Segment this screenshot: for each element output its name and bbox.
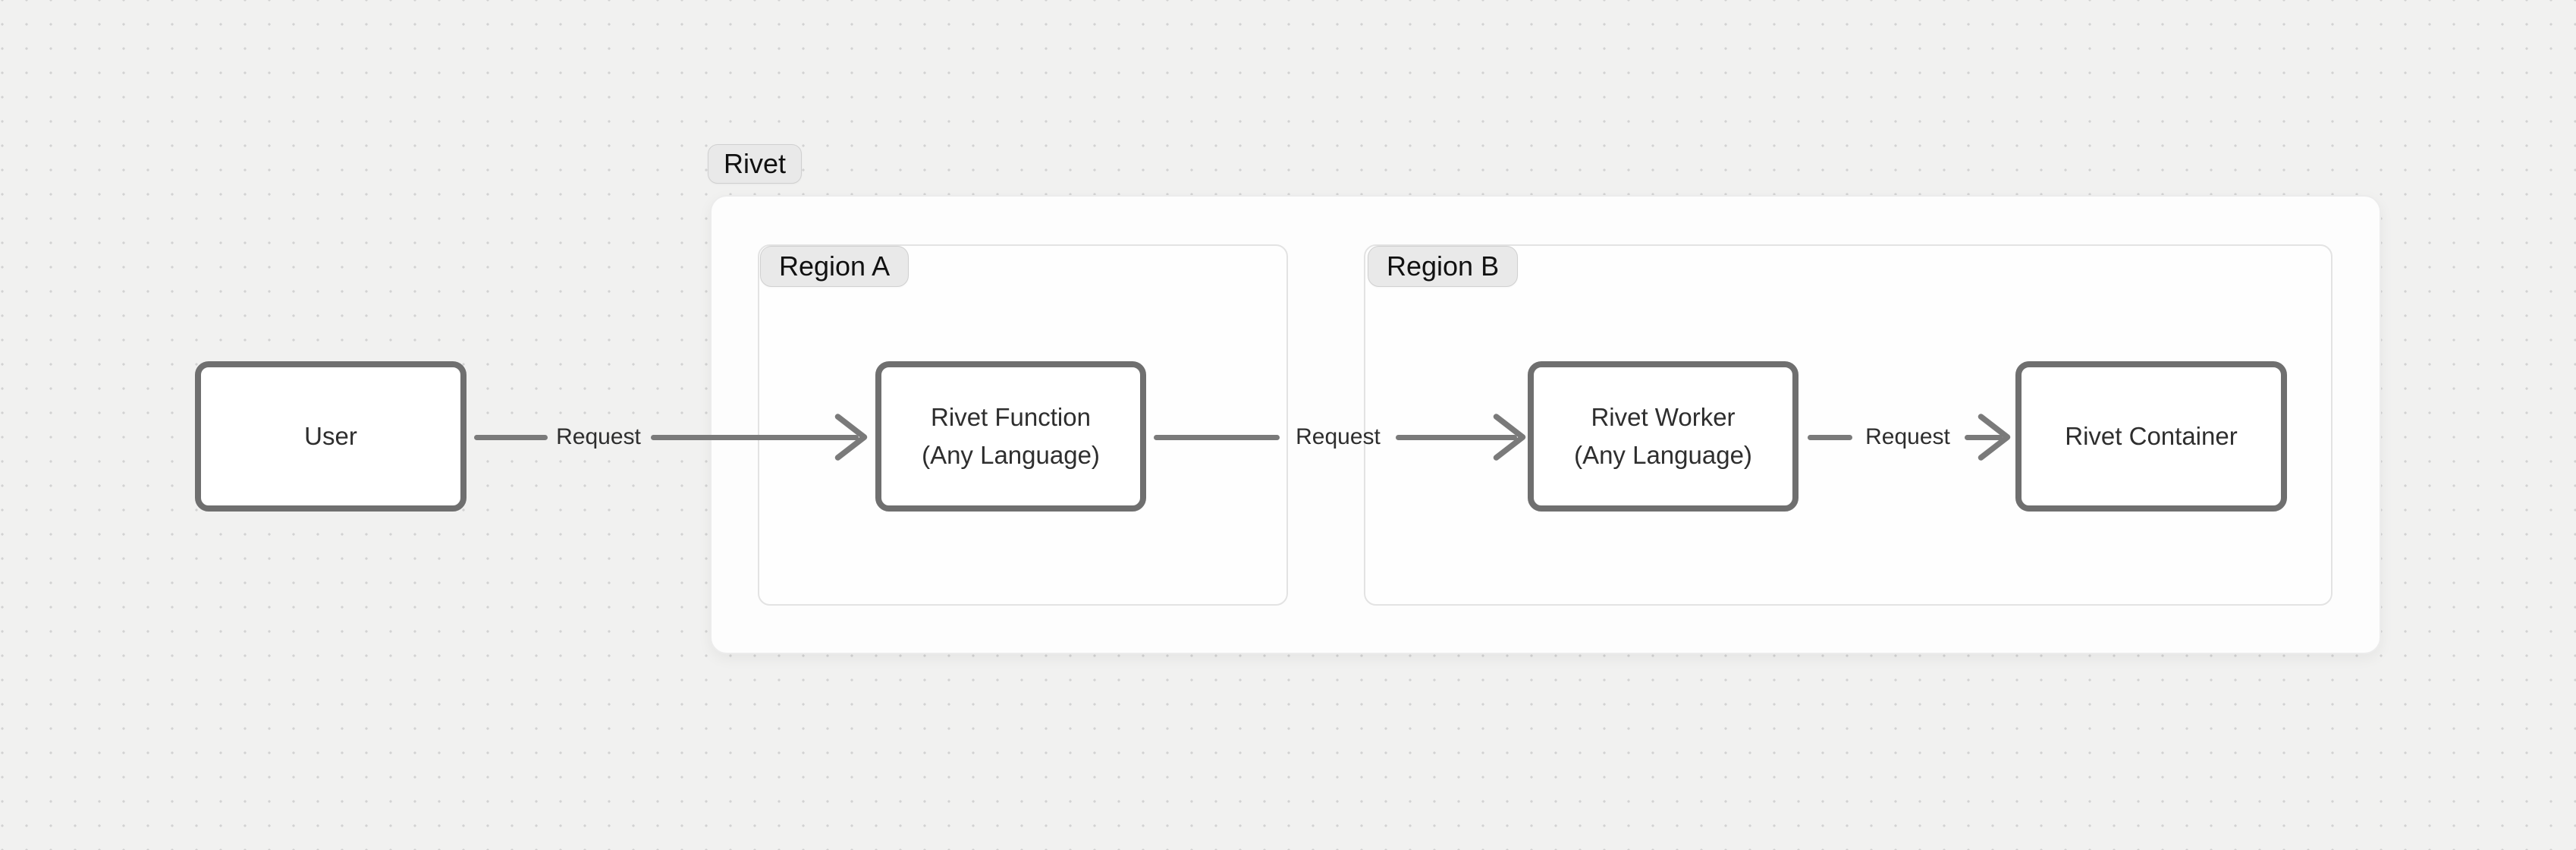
edge-line-segment (651, 434, 859, 440)
edge-request-label: Request (1296, 424, 1381, 449)
region-a-badge: Region A (760, 246, 909, 287)
node-rivet-function-label-line1: Rivet Function (931, 403, 1091, 431)
node-rivet-container-label: Rivet Container (2065, 422, 2238, 450)
edge-request-label: Request (1865, 424, 1950, 449)
edge-line-segment (474, 434, 548, 440)
edge-line-segment (1965, 434, 2003, 440)
region-a-label: Region A (779, 250, 891, 282)
edge-line-segment (1808, 434, 1852, 440)
rivet-group-badge: Rivet (708, 144, 803, 184)
node-rivet-worker-label-line2: (Any Language) (1574, 441, 1752, 469)
node-user-label: User (304, 422, 357, 450)
edge-user-to-function: Request (474, 411, 869, 464)
edge-function-to-worker: Request (1154, 411, 1526, 464)
edge-line-segment (1154, 434, 1280, 440)
region-b-label: Region B (1387, 250, 1500, 282)
arrowhead-right-icon (834, 414, 868, 461)
node-rivet-function: Rivet Function (Any Language) (875, 361, 1146, 512)
edge-line-segment (1396, 434, 1517, 440)
node-rivet-container: Rivet Container (2015, 361, 2287, 512)
node-rivet-worker-label-line1: Rivet Worker (1591, 403, 1736, 431)
region-b-badge: Region B (1368, 246, 1519, 287)
arrowhead-right-icon (1978, 414, 2011, 461)
rivet-group-label: Rivet (724, 148, 787, 179)
node-rivet-worker: Rivet Worker (Any Language) (1528, 361, 1798, 512)
node-rivet-function-label-line2: (Any Language) (922, 441, 1100, 469)
arrowhead-right-icon (1493, 414, 1526, 461)
node-user: User (195, 361, 467, 512)
edge-request-label: Request (556, 424, 641, 449)
edge-worker-to-container: Request (1808, 411, 2012, 464)
